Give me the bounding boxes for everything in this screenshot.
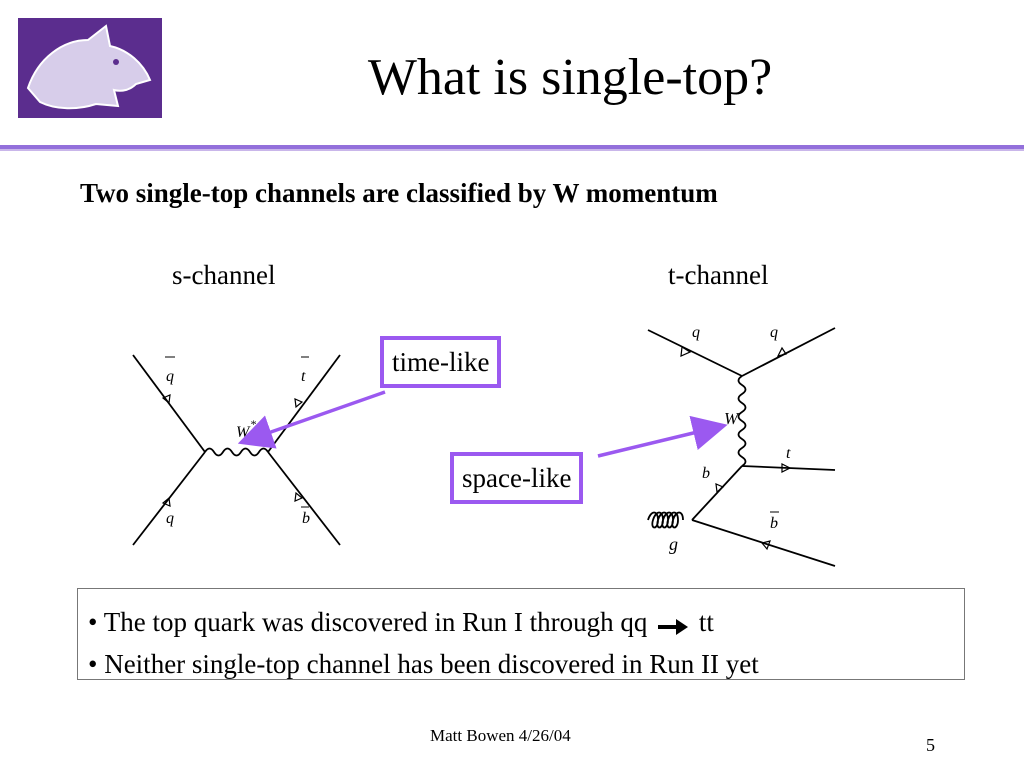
s-tbar-label: t	[301, 368, 306, 385]
t-w-propagator	[737, 375, 747, 467]
t-b-line	[691, 465, 743, 521]
s-qbar-arrow	[161, 394, 171, 405]
title-divider-shadow	[0, 149, 1024, 151]
s-q-arrow	[161, 496, 171, 507]
s-q-label: q	[166, 510, 174, 527]
t-t-line	[741, 465, 836, 471]
space-like-arrow	[597, 415, 728, 458]
t-q-in-label: q	[692, 324, 700, 341]
arrow-right-icon	[658, 618, 689, 635]
t-q-out-arrow	[776, 346, 787, 357]
t-g-label: g	[669, 534, 678, 554]
s-tbar-arrow	[294, 398, 304, 409]
t-channel-diagram	[647, 327, 836, 567]
t-gluon-line	[647, 511, 684, 529]
s-wstar-star: *	[250, 417, 256, 431]
bullet-box: • The top quark was discovered in Run I …	[77, 588, 965, 680]
page-number: 5	[926, 735, 935, 755]
t-q-out-label: q	[770, 324, 778, 341]
t-q-in-line	[647, 329, 743, 377]
s-bbar-arrow	[294, 491, 304, 502]
t-bbar-label: b	[770, 515, 778, 532]
bullet-item-1: • The top quark was discovered in Run I …	[88, 601, 964, 643]
t-t-label: t	[786, 445, 791, 462]
s-channel-label: s-channel	[172, 260, 276, 290]
t-q-in-arrow	[680, 345, 692, 357]
slide-subtitle: Two single-top channels are classified b…	[80, 178, 718, 208]
s-wstar-label: W	[236, 424, 251, 441]
s-bbar-line	[267, 451, 341, 546]
t-w-label: W	[724, 409, 740, 428]
bullet-item-2: • Neither single-top channel has been di…	[88, 649, 759, 679]
time-like-callout: time-like	[380, 336, 502, 388]
space-like-callout: space-like	[450, 452, 584, 504]
time-like-arrow	[237, 390, 386, 449]
s-bbar-label: b	[302, 510, 310, 527]
t-b-arrow	[715, 483, 725, 494]
t-t-arrow	[781, 463, 792, 473]
t-b-label: b	[702, 465, 710, 482]
bullet-1-text: • The top quark was discovered in Run I …	[88, 607, 648, 637]
s-channel-diagram	[132, 354, 341, 546]
s-qbar-label: q	[166, 368, 174, 385]
t-bbar-arrow	[760, 540, 771, 551]
logo	[18, 18, 162, 118]
husky-logo-icon	[26, 24, 152, 110]
footer-author-date: Matt Bowen 4/26/04	[430, 726, 571, 745]
t-q-out-line	[741, 327, 836, 377]
slide-title: What is single-top?	[367, 49, 773, 106]
s-tbar-line	[267, 354, 341, 453]
s-w-propagator	[204, 447, 269, 457]
title-divider	[0, 145, 1024, 149]
bullet-1-product: tt	[698, 607, 714, 637]
t-channel-label: t-channel	[668, 260, 769, 290]
